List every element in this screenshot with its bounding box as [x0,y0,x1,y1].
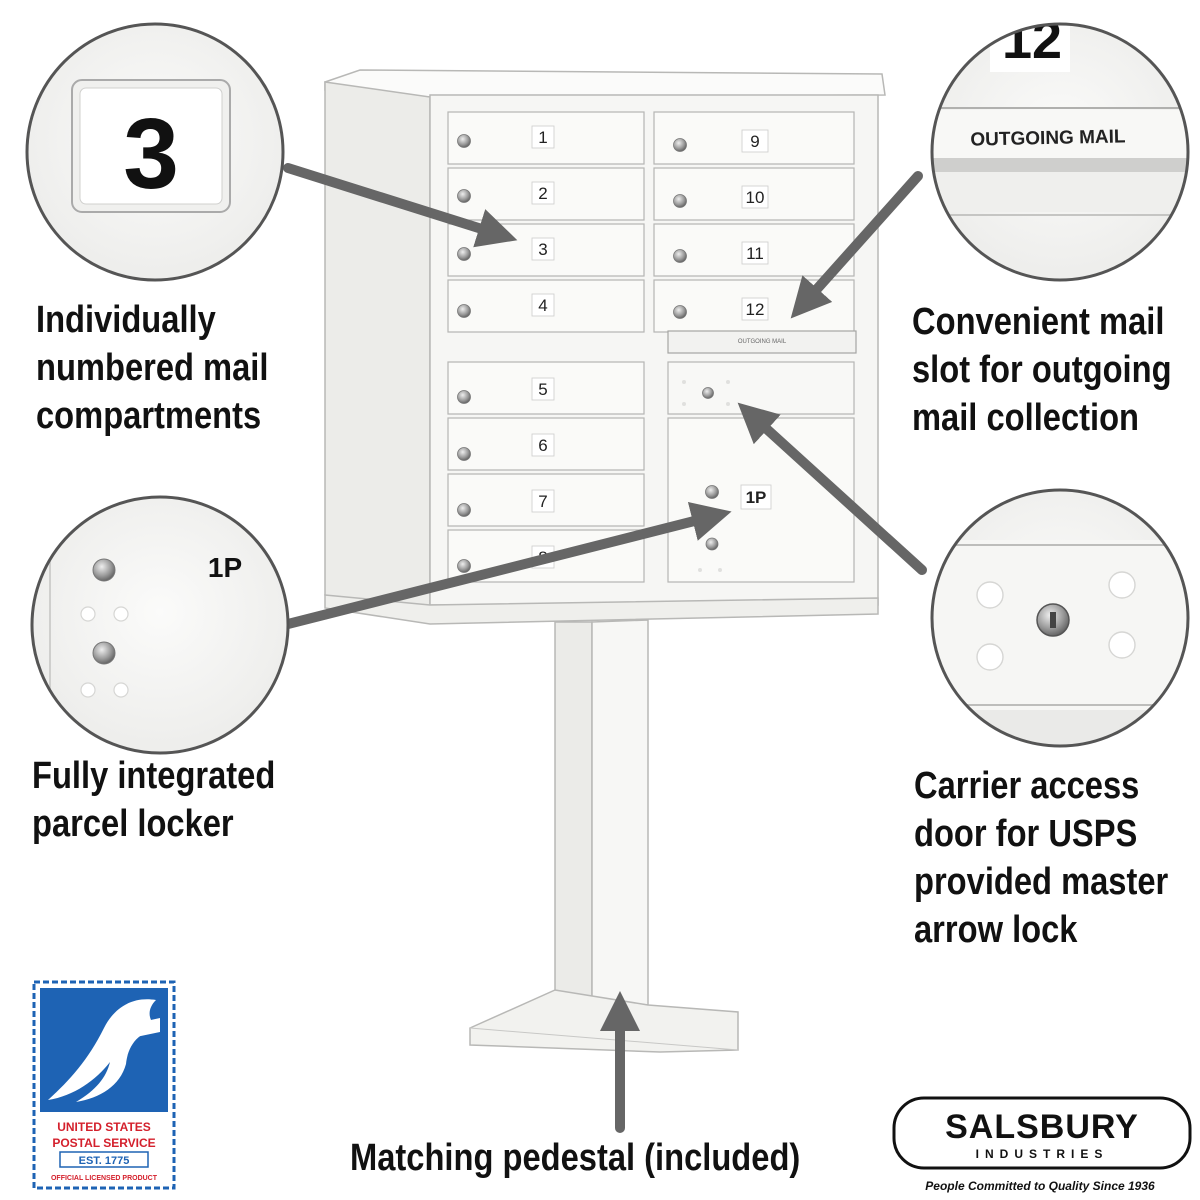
zoom-lens-carrier-lock [930,488,1190,748]
compartment-label: 9 [750,132,759,151]
compartment-label: 2 [538,184,547,203]
caption-numbered-compartments: Individually numbered mail compartments [36,296,268,440]
cluster-mailbox: OUTGOING MAIL 1 2 3 [324,69,886,625]
zoom-compartment-number: 12 [1002,10,1062,70]
caption-line: arrow lock [914,909,1078,951]
caption-line: door for USPS [914,813,1138,855]
usps-licensed-badge: UNITED STATES POSTAL SERVICE EST. 1775 O… [32,980,176,1190]
compartment-label: 6 [538,436,547,455]
compartment-label: 4 [538,296,547,315]
caption-line: Individually [36,299,216,341]
caption-line: mail collection [912,397,1140,439]
usps-line-1: UNITED STATES [57,1120,151,1134]
eagle-icon [48,999,160,1102]
pedestal-base-plate [469,989,739,1053]
caption-outgoing-mail-slot: Convenient mail slot for outgoing mail c… [912,298,1172,442]
caption-line: slot for outgoing [912,349,1172,391]
compartment-label: 3 [538,240,547,259]
carrier-access-panel [667,361,855,415]
caption-line: parcel locker [32,803,234,845]
zoom-lens-compartment-number: 3 [25,22,285,282]
caption-line: Fully integrated [32,755,276,797]
salsbury-tagline: People Committed to Quality Since 1936 [925,1179,1155,1193]
mailbox-side-wall [324,81,431,623]
caption-line: Matching pedestal (included) [350,1137,801,1179]
compartment-number-labels: 1 2 3 4 5 6 7 8 9 10 11 12 1P [531,125,772,569]
usps-line-4: OFFICIAL LICENSED PRODUCT [51,1175,158,1182]
usps-line-2: POSTAL SERVICE [52,1136,155,1150]
zoom-lens-outgoing-mail: 12 OUTGOING MAIL [930,10,1190,282]
outgoing-slot-label: OUTGOING MAIL [738,339,787,345]
arrow-to-parcel-locker [283,502,732,629]
zoom-parcel-label: 1P [208,552,242,583]
callout-arrows [283,163,927,1133]
arrow-to-outgoing-slot [790,171,923,319]
usps-line-3: EST. 1775 [79,1155,130,1167]
caption-line: provided master [914,861,1169,903]
caption-line: Carrier access [914,765,1140,807]
outgoing-mail-slot [667,330,857,354]
caption-line: compartments [36,395,262,437]
salsbury-sub: INDUSTRIES [976,1147,1109,1161]
zoom-outgoing-label: OUTGOING MAIL [970,126,1126,150]
zoom-lens-parcel-locker: 1P [30,495,290,755]
arrow-to-carrier-lock [737,402,927,575]
right-door-column: OUTGOING MAIL [653,111,857,583]
mailbox-base [324,594,879,625]
compartment-label: 5 [538,380,547,399]
caption-line: numbered mail [36,347,269,389]
arrow-to-compartment [283,163,518,248]
pedestal-post-side [554,621,593,1001]
caption-pedestal: Matching pedestal (included) [350,1134,800,1182]
caption-line: Convenient mail [912,301,1165,343]
mailbox-top-cap [324,69,886,98]
parcel-locker-label: 1P [746,488,767,507]
compartment-label: 1 [538,128,547,147]
caption-carrier-access-door: Carrier access door for USPS provided ma… [914,762,1168,954]
salsbury-name: SALSBURY [945,1108,1139,1146]
salsbury-industries-logo: SALSBURY INDUSTRIES People Committed to … [892,1096,1192,1193]
pedestal [469,619,739,1053]
compartment-label: 7 [538,492,547,511]
compartment-label: 10 [746,188,765,207]
zoom-compartment-number: 3 [123,98,179,210]
pedestal-post-front [591,619,649,1006]
caption-parcel-locker: Fully integrated parcel locker [32,752,275,848]
compartment-label: 11 [746,244,764,263]
compartment-label: 12 [746,300,765,319]
